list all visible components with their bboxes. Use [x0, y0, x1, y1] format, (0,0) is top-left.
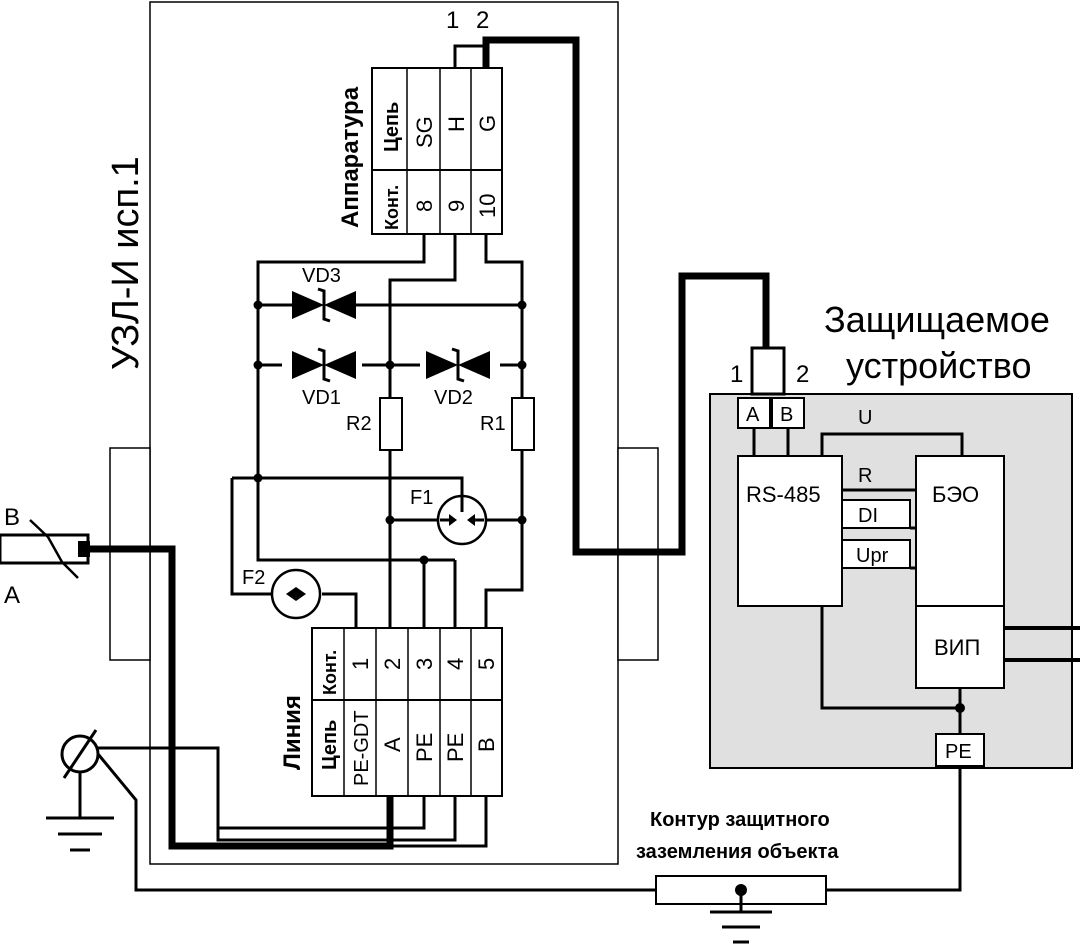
rs485-label: RS-485 — [746, 482, 821, 507]
line-circuit-a: A — [380, 737, 405, 752]
line-circuit-pe-1: PE — [412, 733, 437, 762]
terminal-b-label: B — [780, 404, 793, 426]
line-circuit-b: B — [474, 737, 499, 752]
beo-label: БЭО — [932, 482, 979, 507]
apparatus-contact-10: 10 — [475, 194, 500, 218]
pe-terminal-label: PE — [945, 741, 972, 763]
apparatus-top-pair — [453, 44, 486, 68]
apparatus-terminal-1: 1 — [446, 7, 459, 34]
rs485-thick-line — [482, 36, 770, 556]
f2-label: F2 — [242, 567, 265, 589]
line-terminal-block: Линия Конт. Цепь 1 2 3 4 5 PE-GDT A PE P… — [279, 627, 503, 797]
f1-label: F1 — [410, 487, 433, 509]
line-contact-4: 4 — [443, 658, 468, 670]
ground-caption-1: Контур защитного — [650, 809, 830, 831]
apparatus-header-contact: Конт. — [382, 185, 402, 230]
r2-label: R2 — [346, 413, 372, 435]
vd3-label: VD3 — [302, 265, 341, 287]
line-contact-3: 3 — [412, 658, 437, 670]
r1-resistor: R1 — [480, 397, 535, 451]
vd1-diode: VD1 — [282, 345, 362, 409]
cable-label-b: B — [4, 504, 20, 531]
f2-arrester: F2 — [242, 567, 322, 620]
line-circuit-pe-2: PE — [443, 733, 468, 762]
line-contact-5: 5 — [474, 658, 499, 670]
protected-title-2: устройство — [846, 345, 1031, 386]
rs485-block — [737, 455, 843, 607]
cable-label-a: A — [4, 582, 20, 609]
line-contact-1: 1 — [348, 658, 373, 670]
apparatus-title: Аппаратура — [337, 86, 364, 228]
line-title: Линия — [279, 695, 306, 770]
left-mount-bracket — [109, 447, 151, 661]
line-contact-2: 2 — [380, 658, 405, 670]
apparatus-header-circuit: Цепь — [381, 102, 403, 152]
apparatus-circuit-sg: SG — [412, 116, 437, 148]
vd1-label: VD1 — [302, 387, 341, 409]
terminal-a-box — [737, 397, 771, 429]
apparatus-contact-8: 8 — [412, 200, 437, 212]
cable-shield-wire — [218, 796, 426, 830]
vd2-diode: VD2 — [420, 345, 500, 409]
apparatus-circuit-g: G — [475, 115, 500, 132]
protected-terminal-1: 1 — [730, 361, 743, 388]
object-ground-contour: Контур защитного заземления объекта — [636, 766, 962, 944]
beo-block — [915, 455, 1005, 607]
signal-di: DI — [858, 505, 878, 527]
apparatus-terminal-2: 2 — [476, 7, 489, 34]
vip-label: ВИП — [934, 635, 980, 660]
vd3-diode: VD3 — [258, 265, 522, 325]
line-header-contact: Конт. — [320, 650, 340, 695]
signal-u: U — [858, 407, 872, 429]
r1-label: R1 — [480, 413, 506, 435]
input-cable: B A — [0, 504, 90, 609]
signal-upr: Upr — [856, 545, 889, 567]
left-ground-terminal — [46, 729, 656, 892]
device-title: УЗЛ-И исп.1 — [105, 156, 147, 370]
protected-title-1: Защищаемое — [824, 299, 1050, 340]
vip-block — [915, 605, 1005, 689]
line-header-circuit: Цепь — [319, 720, 341, 770]
ground-caption-2: заземления объекта — [636, 841, 839, 863]
f1-arrester: F1 — [410, 487, 488, 546]
apparatus-circuit-h: H — [444, 116, 469, 132]
signal-r: R — [858, 465, 872, 487]
r2-resistor: R2 — [346, 397, 403, 451]
line-circuit-pe-gdt: PE-GDT — [351, 710, 373, 786]
vd2-label: VD2 — [434, 387, 473, 409]
protected-device: Защищаемое устройство 1 2 A B RS-485 БЭО… — [709, 299, 1080, 769]
protected-terminal-2: 2 — [796, 361, 809, 388]
apparatus-contact-9: 9 — [444, 200, 469, 212]
apparatus-terminal-block: Аппаратура Цепь Конт. SG H G 8 9 10 1 2 — [337, 7, 503, 235]
terminal-a-label: A — [746, 404, 760, 426]
